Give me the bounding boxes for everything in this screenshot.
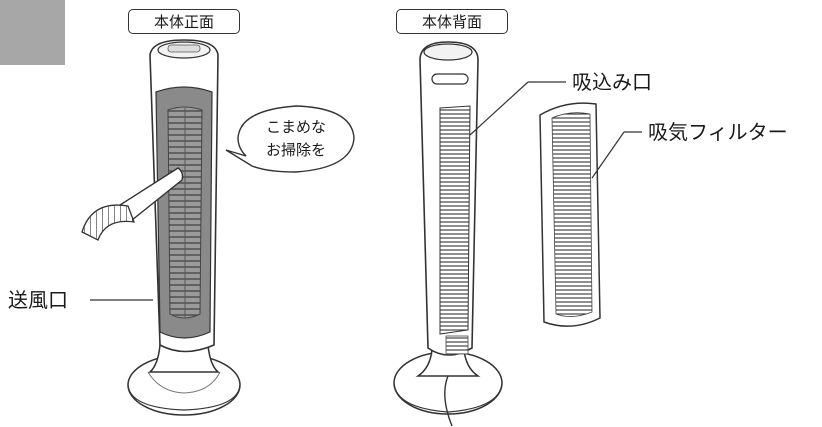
filter-leader — [591, 131, 625, 179]
back-view-label: 本体背面 — [396, 9, 508, 34]
tip-bubble — [225, 105, 355, 173]
tip-line-1: こまめな — [265, 118, 326, 136]
section-marker — [0, 0, 65, 65]
intake-filter-label: 吸気フィルター — [648, 120, 788, 144]
air-intake-leader — [469, 81, 529, 136]
front-view-label: 本体正面 — [128, 9, 240, 34]
air-intake-label: 吸込み口 — [572, 70, 652, 94]
front-fan — [81, 39, 241, 416]
filter-panel — [539, 102, 601, 327]
air-outlet-label: 送風口 — [8, 288, 68, 312]
back-fan — [393, 41, 503, 427]
tip-line-2: お掃除を — [265, 141, 326, 159]
